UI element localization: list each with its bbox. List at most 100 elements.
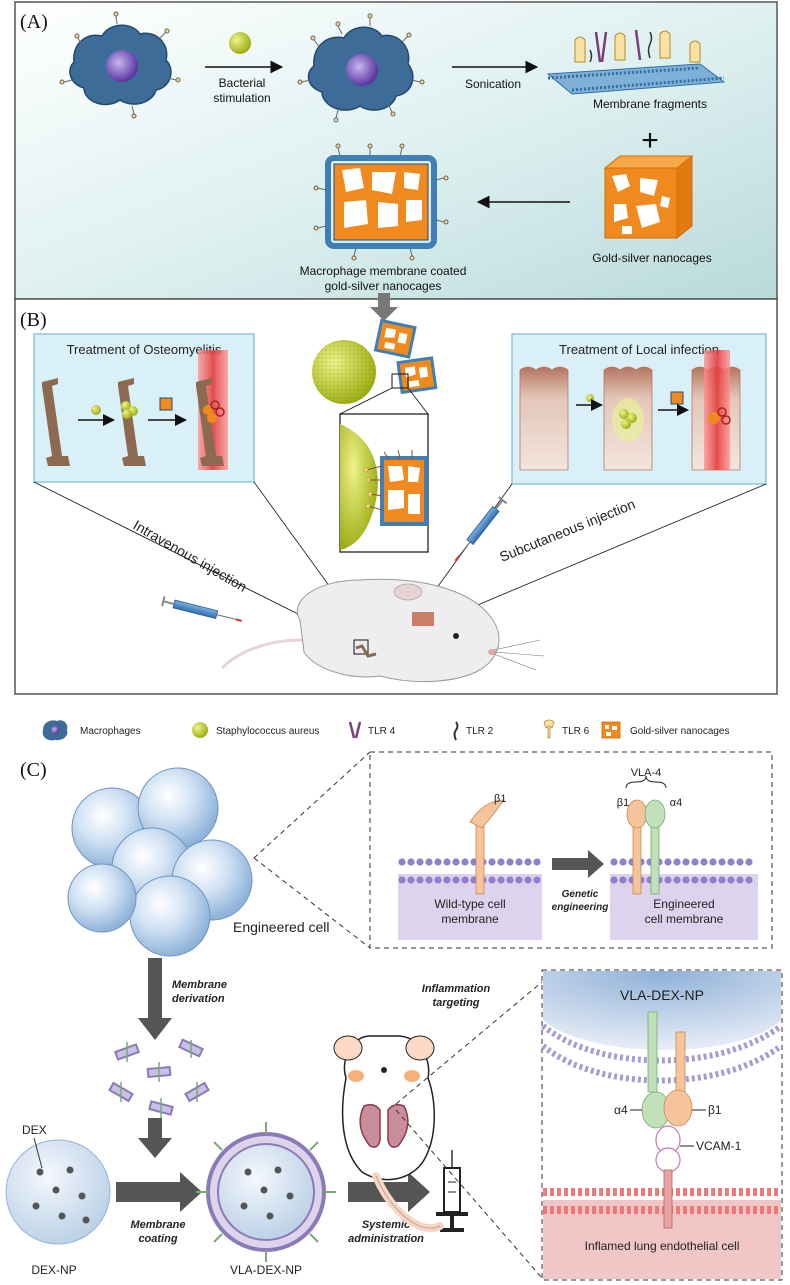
vla4-label: VLA-4 [631,767,662,779]
legend: Macrophages Staphylococcus aureus TLR 4 … [42,719,730,741]
coated-label-line1: Macrophage membrane coated [300,264,467,278]
lipid-head [664,876,672,884]
lipid-head [524,876,532,884]
lipid-head [398,858,406,866]
lipid-head [506,876,514,884]
genetic-engineering-arrow [552,850,604,878]
bacterium-icon [229,32,251,54]
wildtype-beta1-label: β1 [494,793,506,805]
lipid-head [524,858,532,866]
lipid-head [709,858,717,866]
legend-macrophage-icon [42,720,68,741]
endothelial-label: Inflamed lung endothelial cell [585,1239,740,1253]
lipid-head [533,876,541,884]
lipid-head [727,876,735,884]
lipid-head [700,876,708,884]
lipid-head [745,858,753,866]
bone-icon [42,378,70,466]
lipid-head [443,858,451,866]
legend-tlr4-icon [348,721,362,739]
lipid-head [673,858,681,866]
membrane-coating-line2: coating [138,1233,177,1245]
lipid-head [700,858,708,866]
lipid-head [452,858,460,866]
lipid-head [443,876,451,884]
engineered-mem-label-line1: Engineered [653,897,714,911]
engineered-vla4-receptor-icon [626,799,666,895]
iv-syringe-icon [161,596,243,622]
inflammation-line1: Inflammation [422,983,491,995]
legend-label-tlr2: TLR 2 [466,726,494,737]
legend-label-nanocages: Gold-silver nanocages [630,726,730,737]
panel-a: (A) Bacterial stimulation [14,1,778,300]
membrane-fragments-icon [546,29,726,95]
inset-alpha4-label: α4 [614,1103,628,1117]
coating-down-arrow [138,1118,172,1158]
systemic-admin-arrow [348,1172,430,1212]
membrane-derivation-line1: Membrane [172,979,227,991]
vla-dex-np-label: VLA-DEX-NP [230,1263,302,1277]
dex-np-label: DEX-NP [31,1263,76,1277]
a-to-b-arrow [370,293,398,321]
wildtype-membrane-region [398,874,542,940]
membrane-coating-arrow [116,1172,202,1212]
panel-c: (C) Engineered cell VLA-4 β1 Wild-type c [5,751,783,1281]
plus-sign: + [641,124,659,157]
engineered-mem-label-line2: cell membrane [645,912,724,926]
dex-molecules [32,1166,90,1224]
inset-title: VLA-DEX-NP [620,987,704,1003]
lipid-head [682,858,690,866]
lipid-head [407,858,415,866]
legend-label-macrophages: Macrophages [80,726,141,737]
stimulation-label-line1: Bacterial [219,76,266,90]
legend-nanocage-icon [601,721,621,739]
bacterium-small-icon [91,405,101,415]
lipid-head [533,858,541,866]
systemic-line1: Systemic [362,1219,410,1231]
lipid-head [497,858,505,866]
lipid-head [736,858,744,866]
cell-to-membrane-connector [253,751,371,949]
local-nanocage-icon [670,391,684,405]
infected-skin-icon [603,366,653,471]
genetic-label-line1: Genetic [562,889,599,900]
lipid-head [619,876,627,884]
membrane-derivation-arrow [138,958,172,1040]
lipid-head [461,858,469,866]
lipid-head [488,876,496,884]
zoom-inset [339,413,429,553]
membrane-coating-line1: Membrane [130,1219,185,1231]
systemic-line2: administration [348,1233,424,1245]
sc-syringe-icon [454,496,508,562]
panel-b: (B) Treatment of Osteomyelitis [14,293,778,695]
legend-label-tlr4: TLR 4 [368,726,396,737]
treated-bone-icon [196,350,228,470]
nanocage-icon [603,154,694,240]
membrane-derivation-line2: derivation [172,993,225,1005]
syringe-icon [436,1150,468,1232]
skin-tissue-icon [519,366,569,471]
sonication-label: Sonication [465,77,521,91]
mouse-top-view-icon [333,1035,444,1232]
macrophage-icon [59,11,181,119]
lipid-head [664,858,672,866]
lipid-head [673,876,681,884]
engineered-alpha4-label: α4 [670,797,682,809]
lipid-head [506,858,514,866]
legend-tlr6-icon [543,719,555,739]
bacterium-nanocage-binding-icon [312,318,438,415]
lipid-head [736,876,744,884]
panel-b-tag: (B) [20,309,47,331]
lipid-head [434,876,442,884]
lipid-head [398,876,406,884]
lipid-head [691,876,699,884]
nanocages-label: Gold-silver nanocages [592,251,711,265]
lipid-head [461,876,469,884]
inflammation-line2: targeting [432,997,479,1009]
lipid-head [718,858,726,866]
lipid-head [619,858,627,866]
panel-c-tag: (C) [20,759,47,781]
lipid-head [610,858,618,866]
lipid-head [425,876,433,884]
stimulated-macrophage-icon [297,13,425,123]
